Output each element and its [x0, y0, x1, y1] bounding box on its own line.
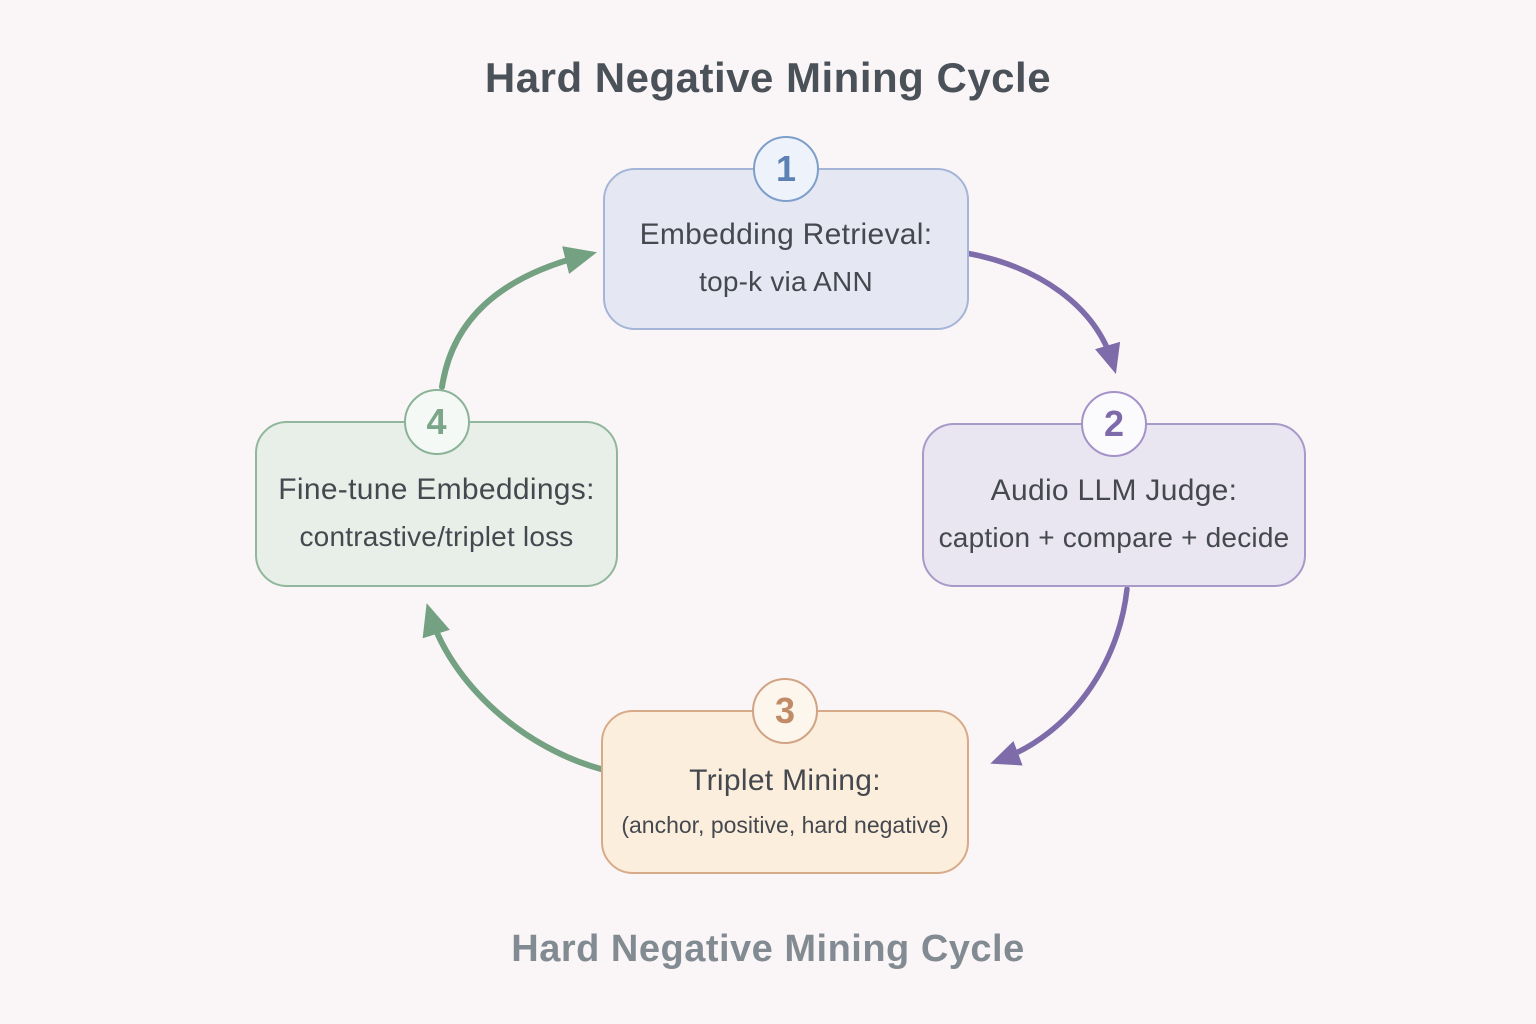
node-4-subtitle: contrastive/triplet loss: [299, 521, 574, 552]
node-embedding-retrieval: 1 Embedding Retrieval: top-k via ANN: [603, 136, 969, 330]
step-3-number: 3: [774, 690, 796, 731]
arrow-2-to-3: [990, 586, 1130, 766]
step-1-badge: 1: [753, 136, 819, 202]
node-3-subtitle: (anchor, positive, hard negative): [621, 811, 949, 838]
arrow-3-to-4: [422, 603, 604, 772]
node-2-subtitle: caption + compare + decide: [938, 522, 1290, 553]
node-1-subtitle: top-k via ANN: [699, 266, 873, 297]
node-4-title: Fine-tune Embeddings:: [278, 473, 595, 506]
step-4-number: 4: [426, 401, 447, 442]
node-finetune-embeddings: 4 Fine-tune Embeddings: contrastive/trip…: [255, 389, 618, 587]
diagram-caption: Hard Negative Mining Cycle: [511, 928, 1025, 970]
node-triplet-mining: 3 Triplet Mining: (anchor, positive, har…: [601, 678, 969, 874]
arrow-4-to-1: [439, 246, 598, 390]
page-title: Hard Negative Mining Cycle: [484, 54, 1052, 101]
node-1-title: Embedding Retrieval:: [639, 218, 933, 251]
node-2-title: Audio LLM Judge:: [990, 474, 1238, 507]
step-3-badge: 3: [752, 678, 818, 744]
arrow-1-to-2: [963, 250, 1121, 374]
step-4-badge: 4: [403, 389, 470, 455]
step-2-number: 2: [1103, 403, 1125, 444]
step-2-badge: 2: [1081, 391, 1147, 457]
node-3-title: Triplet Mining:: [689, 763, 881, 797]
node-audio-llm-judge: 2 Audio LLM Judge: caption + compare + d…: [922, 391, 1306, 587]
step-1-number: 1: [775, 148, 797, 189]
